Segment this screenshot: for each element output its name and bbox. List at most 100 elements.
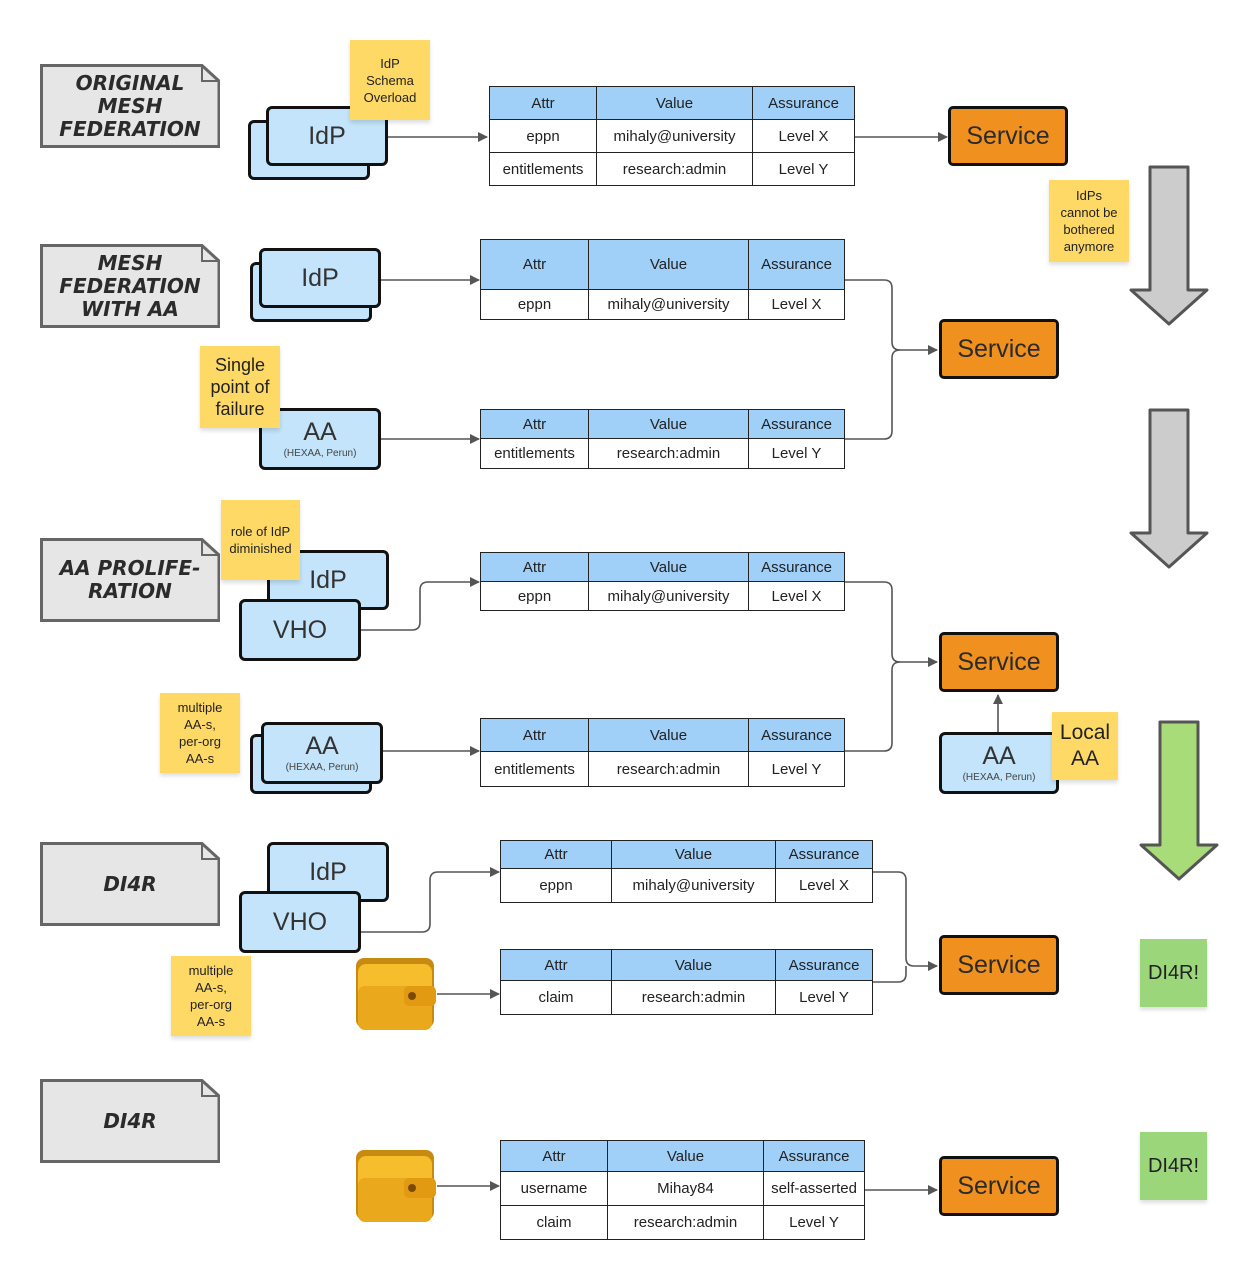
header-assurance: Assurance [748,718,845,752]
connector-table-to-service [845,279,938,355]
node-sublabel: (HEXAA, Perun) [962,772,1036,783]
header-value: Value [588,409,749,439]
node-label: IdP [309,566,347,594]
cell-assurance: Level Y [763,1205,865,1240]
connector-table-to-service [845,661,901,752]
node-label: AA [982,742,1016,770]
service-node[interactable]: Service [948,106,1068,166]
cell-assurance: self-asserted [763,1171,865,1206]
idp-node[interactable]: IdP [259,248,381,308]
cell-attr: eppn [489,119,597,153]
service-node[interactable]: Service [939,935,1059,995]
header-value: Value [588,718,749,752]
cell-attr: eppn [480,289,589,320]
note-multiple-aa: multiple AA-s, per-org AA-s [160,693,240,773]
section-label-mesh-with-aa: MESH FEDERATION WITH AA [40,244,220,328]
cell-attr: entitlements [480,751,589,787]
connector-vho-to-table [361,867,500,933]
section-label-di4r-wallet: DI4R [40,1079,220,1163]
header-assurance: Assurance [752,86,855,120]
cell-attr: entitlements [489,152,597,186]
cell-assurance: Level X [752,119,855,153]
header-attr: Attr [480,552,589,582]
cell-assurance: Level X [748,581,845,611]
note-idps-bothered: IdPs cannot be bothered anymore [1049,180,1129,262]
node-label: AA [305,732,339,760]
node-label: IdP [308,122,346,150]
header-value: Value [611,949,776,981]
wallet-icon[interactable] [354,1148,438,1224]
node-sublabel: (HEXAA, Perun) [285,762,359,773]
header-assurance: Assurance [748,239,845,290]
note-schema-overload: IdP Schema Overload [350,40,430,120]
header-value: Value [588,552,749,582]
cell-attr: eppn [500,868,612,903]
cell-value: research:admin [588,751,749,787]
header-value: Value [596,86,753,120]
section-title: MESH FEDERATION WITH AA [59,250,201,321]
cell-value: mihaly@university [588,289,749,320]
note-single-point-of-failure: Single point of failure [200,346,280,428]
connector-table-to-service [873,966,907,983]
di4r-badge: DI4R! [1140,939,1207,1007]
down-arrow-gray [1129,165,1209,326]
connector-table-to-service [845,349,901,440]
connector-table-to-service [873,871,938,971]
vho-node[interactable]: VHO [239,599,361,661]
cell-value: research:admin [588,438,749,469]
cell-attr: claim [500,980,612,1015]
connector-table-to-service [845,581,938,667]
header-assurance: Assurance [748,409,845,439]
cell-assurance: Level Y [748,438,845,469]
note-multiple-aa: multiple AA-s, per-org AA-s [171,956,251,1036]
cell-value: mihaly@university [588,581,749,611]
node-label: VHO [272,908,328,936]
down-arrow-green [1139,720,1219,881]
vho-node[interactable]: VHO [239,891,361,953]
down-arrow-gray [1129,408,1209,569]
cell-attr: eppn [480,581,589,611]
di4r-badge: DI4R! [1140,1132,1207,1200]
wallet-icon[interactable] [354,956,438,1032]
aa-node[interactable]: AA (HEXAA, Perun) [261,722,383,784]
service-node[interactable]: Service [939,632,1059,692]
section-title: AA PROLIFE- RATION [59,556,201,603]
node-label: IdP [301,264,339,292]
cell-assurance: Level Y [775,980,873,1015]
section-title: DI4R [103,1108,157,1133]
section-title: DI4R [103,871,157,896]
cell-attr: username [500,1171,608,1206]
header-assurance: Assurance [748,552,845,582]
cell-attr: entitlements [480,438,589,469]
service-node[interactable]: Service [939,319,1059,379]
cell-value: research:admin [611,980,776,1015]
cell-value: mihaly@university [611,868,776,903]
local-aa-node[interactable]: AA (HEXAA, Perun) [939,732,1059,794]
header-attr: Attr [480,409,589,439]
header-assurance: Assurance [775,840,873,869]
header-attr: Attr [480,239,589,290]
service-node[interactable]: Service [939,1156,1059,1216]
node-label: IdP [309,858,347,886]
header-value: Value [588,239,749,290]
note-role-idp-diminished: role of IdP diminished [221,500,300,580]
cell-value: mihaly@university [596,119,753,153]
note-local-aa: Local AA [1052,712,1118,780]
node-label: VHO [272,616,328,644]
header-assurance: Assurance [763,1140,865,1172]
connector-vho-to-table [361,577,480,631]
